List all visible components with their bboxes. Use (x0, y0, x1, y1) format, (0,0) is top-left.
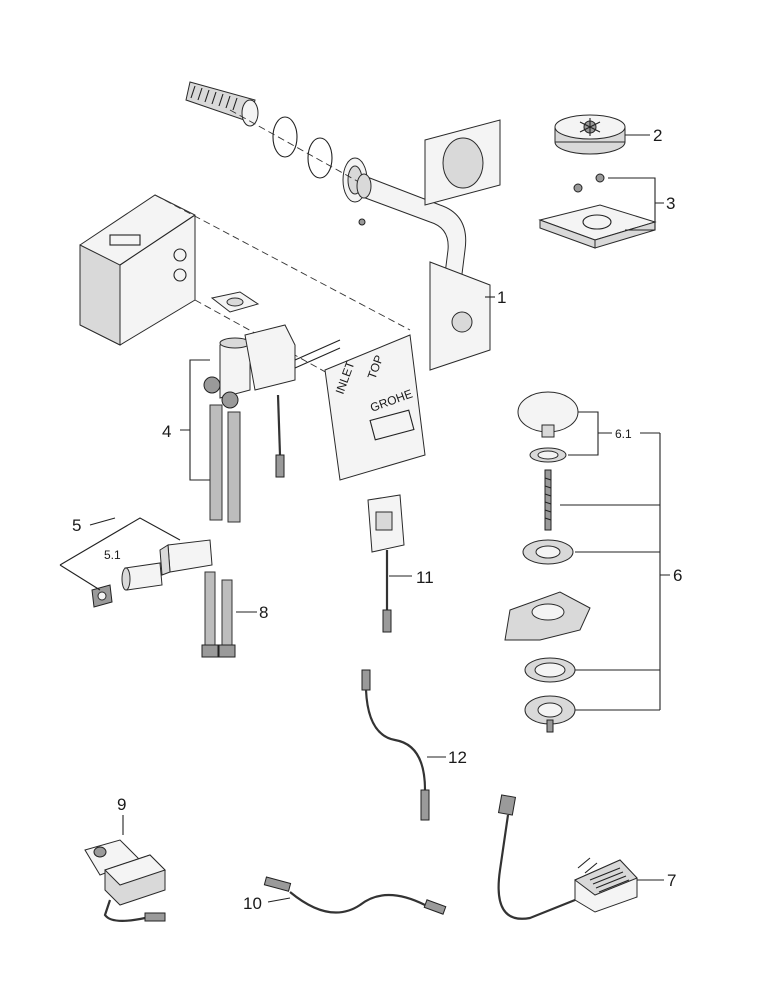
valve-body-assembly (203, 324, 341, 409)
label-5: 5 (72, 516, 81, 535)
leader-3 (608, 177, 664, 231)
label-4: 4 (162, 422, 171, 441)
bracket-6-1 (568, 411, 612, 456)
valve-cable (275, 394, 285, 478)
label-1: 1 (497, 288, 506, 307)
valve-gasket (210, 291, 260, 313)
electronics-cover-plate: GROHE INLET TOP (324, 334, 426, 481)
label-9: 9 (117, 795, 126, 814)
knob-part (554, 114, 626, 155)
solenoid-valve-9 (84, 839, 166, 922)
label-2: 2 (653, 126, 662, 145)
bracket-5 (59, 517, 181, 591)
label-3: 3 (666, 194, 675, 213)
waste-lower-ring (524, 657, 576, 683)
bracket-4 (180, 359, 210, 481)
label-8: 8 (259, 603, 268, 622)
label-10: 10 (243, 894, 262, 913)
label-6: 6 (673, 566, 682, 585)
battery-cell-part (121, 562, 163, 591)
label-6-1: 6.1 (615, 427, 632, 441)
label-7: 7 (667, 871, 676, 890)
label-11: 11 (416, 568, 434, 587)
o-ring-seals (272, 116, 333, 179)
battery-cap-part (91, 584, 113, 608)
waste-washer (529, 447, 567, 463)
waste-nut (524, 695, 576, 733)
battery-holder-part (159, 539, 213, 576)
leader-10 (267, 897, 291, 903)
label-5-1: 5.1 (104, 548, 121, 562)
flexible-hoses-4 (209, 404, 241, 523)
waste-upper-flange (522, 539, 574, 565)
sensor-window-part (429, 261, 491, 371)
waste-cap-6-1 (517, 391, 579, 438)
connection-hoses-8 (201, 571, 236, 658)
waste-screw (544, 469, 552, 531)
connection-cable-10 (263, 876, 447, 915)
concealed-installation-box (79, 194, 196, 346)
wall-plate-square (424, 119, 501, 206)
mounting-plate (538, 173, 657, 249)
bracket-6 (560, 433, 670, 711)
basin-section (504, 591, 591, 641)
hose-connector-part (185, 81, 259, 127)
power-adapter-7 (497, 794, 638, 920)
label-12: 12 (448, 748, 467, 767)
sensor-module-11 (367, 494, 405, 633)
extension-cable-12 (361, 669, 430, 821)
